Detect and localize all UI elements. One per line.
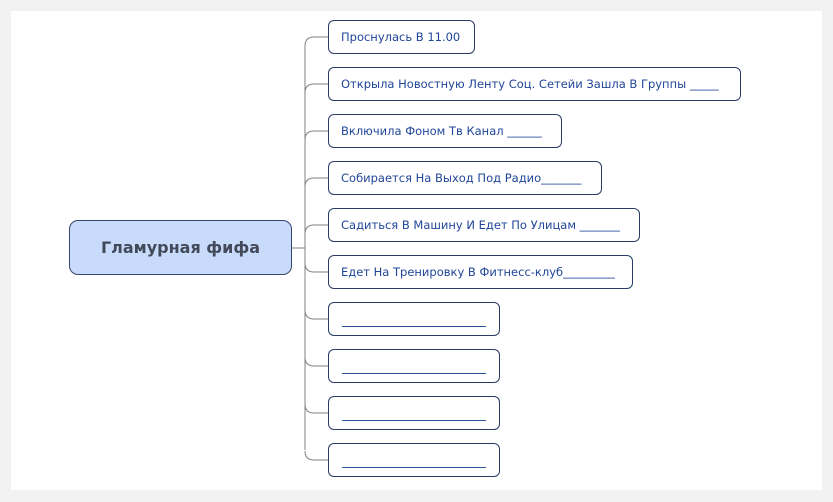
central-topic-label: Гламурная фифа xyxy=(100,238,261,257)
subtopic-blank-2[interactable] xyxy=(328,349,500,383)
blank-fill-line xyxy=(342,466,486,468)
subtopic-tv-channel[interactable]: Включила Фоном Тв Канал ______ xyxy=(328,114,562,148)
subtopic-blank-3[interactable] xyxy=(328,396,500,430)
blank-fill-line xyxy=(342,419,486,421)
subtopic-fitness[interactable]: Едет На Тренировку В Фитнесс-клуб_______… xyxy=(328,255,633,289)
subtopic-label: Включила Фоном Тв Канал ______ xyxy=(341,124,542,138)
subtopic-blank-1[interactable] xyxy=(328,302,500,336)
subtopic-news-feed[interactable]: Открыла Новостную Ленту Соц. Сетейи Зашл… xyxy=(328,67,741,101)
blank-fill-line xyxy=(342,325,486,327)
blank-fill-line xyxy=(342,372,486,374)
subtopic-blank-4[interactable] xyxy=(328,443,500,477)
subtopic-car-drive[interactable]: Садиться В Машину И Едет По Улицам _____… xyxy=(328,208,640,242)
subtopic-woke-up[interactable]: Проснулась В 11.00 xyxy=(328,20,475,54)
subtopic-label: Садиться В Машину И Едет По Улицам _____… xyxy=(341,218,620,232)
subtopic-label: Проснулась В 11.00 xyxy=(341,30,461,44)
central-topic[interactable]: Гламурная фифа xyxy=(69,220,292,275)
subtopic-label: Собирается На Выход Под Радио_______ xyxy=(341,171,582,185)
subtopic-radio[interactable]: Собирается На Выход Под Радио_______ xyxy=(328,161,602,195)
subtopic-label: Открыла Новостную Ленту Соц. Сетейи Зашл… xyxy=(341,77,719,91)
subtopic-label: Едет На Тренировку В Фитнесс-клуб_______… xyxy=(341,265,615,279)
